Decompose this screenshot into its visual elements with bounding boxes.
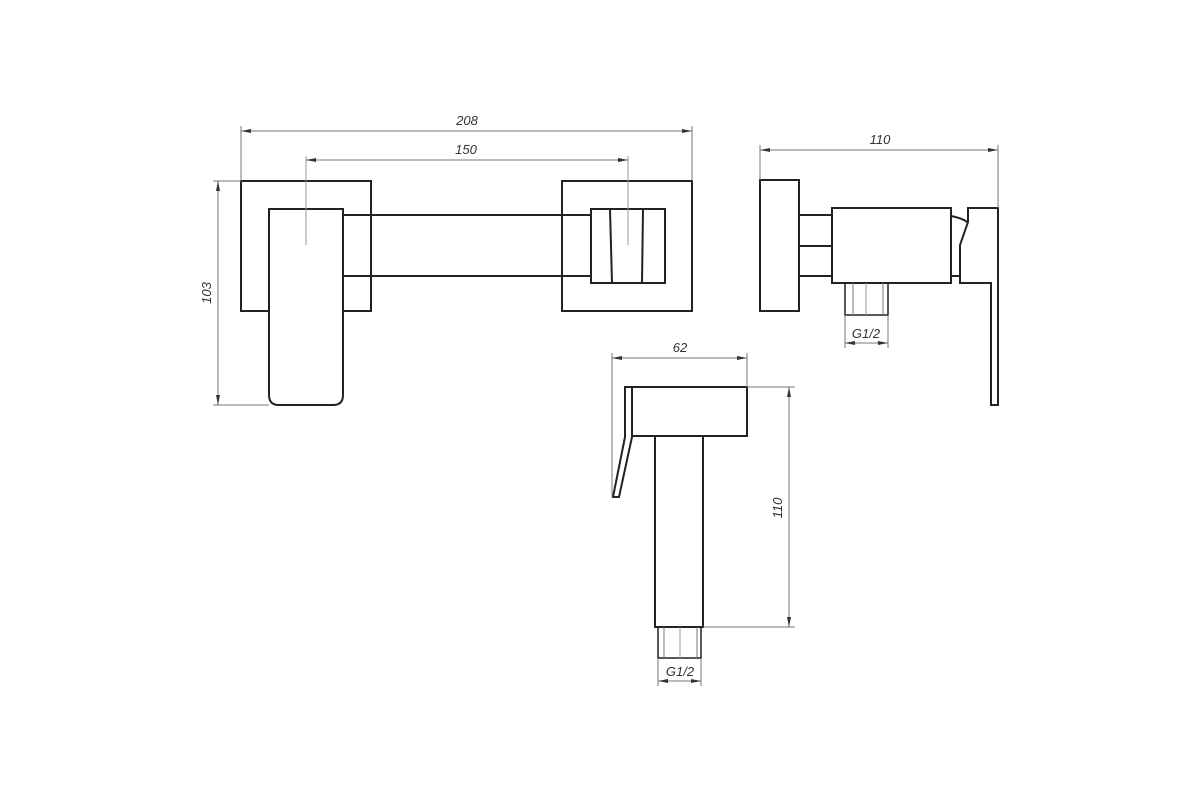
sprayer-head — [631, 386, 748, 437]
dimension-label-side-thread: G1/2 — [852, 326, 881, 341]
dimension-label-center-distance: 150 — [455, 142, 477, 157]
lever-handle — [268, 208, 344, 406]
dimension-label-handheld-thread: G1/2 — [666, 664, 695, 679]
right-wall-plate — [561, 180, 693, 312]
side-mixer-body — [831, 207, 952, 284]
side-wall-plate — [759, 179, 800, 312]
front-view: 208 150 103 — [199, 113, 693, 406]
dimension-label-handheld-height: 110 — [770, 497, 785, 518]
dimension-label-overall-width: 208 — [455, 113, 478, 128]
side-view: 110 G1/2 — [759, 132, 999, 406]
sprayer-trigger — [611, 386, 633, 498]
dimension-label-side-depth: 110 — [870, 132, 891, 147]
mixer-body-bar — [342, 214, 592, 277]
dimension-label-handheld-width: 62 — [673, 340, 688, 355]
dimension-label-height: 103 — [199, 281, 214, 303]
handheld-sprayer-view: 62 110 G1/2 — [611, 340, 795, 686]
sprayer-stem — [654, 435, 704, 628]
side-lever — [959, 207, 999, 406]
